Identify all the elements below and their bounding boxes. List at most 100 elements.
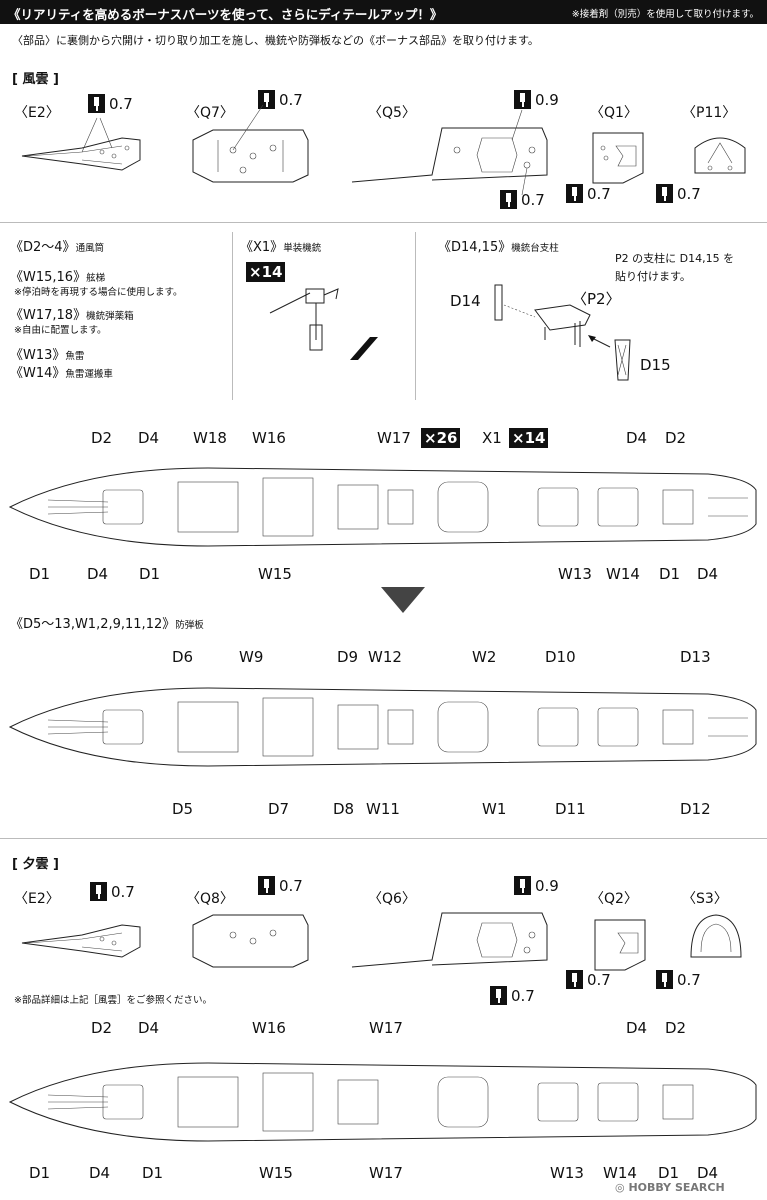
callout-w16-y: W16 bbox=[252, 1019, 286, 1037]
info-w13: 《W13》魚雷 bbox=[10, 348, 85, 363]
divider bbox=[0, 222, 767, 223]
arrow-down-icon bbox=[381, 587, 425, 613]
callout-w13-y: W13 bbox=[550, 1164, 584, 1182]
callout-w11: W11 bbox=[366, 800, 400, 818]
callout-d2-aft-y: D2 bbox=[665, 1019, 687, 1037]
callout-d4-aft-bottom: D4 bbox=[697, 565, 719, 583]
drill-size-q5-bottom: 0.7 bbox=[500, 190, 545, 209]
part-label-q5: 〈Q5〉 bbox=[368, 105, 416, 121]
callout-d9: D9 bbox=[337, 648, 359, 666]
label-d14: D14 bbox=[450, 292, 481, 310]
drill-icon bbox=[258, 876, 275, 895]
quantity-badge-x1-ship: ×14 bbox=[509, 428, 549, 448]
note-d14-15-line2: 貼り付けます。 bbox=[615, 270, 691, 283]
callout-d4-aft-y: D4 bbox=[626, 1019, 648, 1037]
drill-icon bbox=[566, 184, 583, 203]
callout-d2-y: D2 bbox=[91, 1019, 113, 1037]
callout-w17-y: W17 bbox=[369, 1019, 403, 1037]
part-q5-drawing bbox=[351, 109, 548, 196]
callout-w17: W17 bbox=[377, 429, 411, 447]
drill-size-e2: 0.7 bbox=[88, 94, 133, 113]
banner-title: 《リアリティを高めるボーナスパーツを使って、さらにディテールアップ！》 bbox=[8, 7, 443, 22]
drill-icon bbox=[88, 94, 105, 113]
note-see-kazagumo: ※部品詳細は上記［風雲］をご参照ください。 bbox=[14, 995, 212, 1006]
header-banner: 《リアリティを高めるボーナスパーツを使って、さらにディテールアップ！》 ※接着剤… bbox=[0, 0, 767, 24]
callout-d1-mid-y: D1 bbox=[142, 1164, 164, 1182]
part-q2-drawing bbox=[594, 919, 646, 971]
callout-w2: W2 bbox=[472, 648, 497, 666]
callout-w14-y: W14 bbox=[603, 1164, 637, 1182]
callout-w18: W18 bbox=[193, 429, 227, 447]
label-p2: 〈P2〉 bbox=[572, 290, 621, 308]
info-d2-4: 《D2〜4》通風筒 bbox=[10, 240, 105, 255]
part-label-e2: 〈E2〉 bbox=[14, 105, 60, 121]
divider bbox=[232, 232, 233, 400]
info-d14-15: 《D14,15》機銃台支柱 bbox=[438, 240, 559, 255]
callout-d4-aft: D4 bbox=[626, 429, 648, 447]
ship-plan-yugumo bbox=[8, 1062, 757, 1142]
drill-icon bbox=[656, 184, 673, 203]
part-q8-drawing bbox=[192, 914, 309, 968]
divider bbox=[415, 232, 416, 400]
callout-w17-bottom-y: W17 bbox=[369, 1164, 403, 1182]
drill-size-q1: 0.7 bbox=[566, 184, 611, 203]
part-label-e2-y: 〈E2〉 bbox=[14, 891, 60, 907]
drill-size-s3: 0.7 bbox=[656, 970, 701, 989]
callout-w9: W9 bbox=[239, 648, 264, 666]
drill-size-q2: 0.7 bbox=[566, 970, 611, 989]
part-q6-drawing bbox=[351, 912, 548, 968]
callout-d5: D5 bbox=[172, 800, 194, 818]
callout-d2-aft: D2 bbox=[665, 429, 687, 447]
drill-size-q7: 0.7 bbox=[258, 90, 303, 109]
label-d15: D15 bbox=[640, 356, 671, 374]
part-label-q8: 〈Q8〉 bbox=[186, 891, 234, 907]
part-p11-drawing bbox=[694, 137, 746, 174]
callout-d4-aft-bottom-y: D4 bbox=[697, 1164, 719, 1182]
section-title-yugumo: [ 夕雲 ] bbox=[12, 857, 59, 872]
machine-gun-drawing bbox=[269, 288, 378, 360]
callout-w12: W12 bbox=[368, 648, 402, 666]
info-w14: 《W14》魚雷運搬車 bbox=[10, 366, 113, 381]
part-label-q1: 〈Q1〉 bbox=[590, 105, 638, 121]
callout-d4-bottom: D4 bbox=[87, 565, 109, 583]
watermark: ◎ HOBBY SEARCH bbox=[615, 1181, 725, 1194]
callout-d12: D12 bbox=[680, 800, 711, 818]
callout-d2: D2 bbox=[91, 429, 113, 447]
drill-icon bbox=[656, 970, 673, 989]
banner-note: ※接着剤（別売）を使用して取り付けます。 bbox=[571, 9, 759, 20]
callout-w16: W16 bbox=[252, 429, 286, 447]
part-e2-drawing bbox=[21, 117, 141, 171]
callout-d1-aft: D1 bbox=[659, 565, 681, 583]
part-label-q7: 〈Q7〉 bbox=[186, 105, 234, 121]
note-w17-18: ※自由に配置します。 bbox=[14, 325, 107, 336]
part-label-q2: 〈Q2〉 bbox=[590, 891, 638, 907]
callout-d4: D4 bbox=[138, 429, 160, 447]
part-s3-drawing bbox=[690, 914, 742, 958]
callout-d1-mid: D1 bbox=[139, 565, 161, 583]
info-w17-18: 《W17,18》機銃弾薬箱 bbox=[10, 308, 134, 323]
drill-icon bbox=[514, 876, 531, 895]
drill-size-q8: 0.7 bbox=[258, 876, 303, 895]
support-assembly-drawing bbox=[494, 284, 631, 381]
drill-size-q6-bottom: 0.7 bbox=[490, 986, 535, 1005]
drill-icon bbox=[258, 90, 275, 109]
section-title-kazagumo: [ 風雲 ] bbox=[12, 72, 59, 87]
drill-icon bbox=[514, 90, 531, 109]
shields-title: 《D5〜13,W1,2,9,11,12》防弾板 bbox=[10, 617, 204, 632]
drill-size-p11: 0.7 bbox=[656, 184, 701, 203]
drill-icon bbox=[566, 970, 583, 989]
callout-w13: W13 bbox=[558, 565, 592, 583]
callout-d1-aft-y: D1 bbox=[658, 1164, 680, 1182]
callout-w15: W15 bbox=[258, 565, 292, 583]
drill-size-e2-y: 0.7 bbox=[90, 882, 135, 901]
quantity-badge-w17: ×26 bbox=[421, 428, 461, 448]
part-label-p11: 〈P11〉 bbox=[682, 105, 737, 121]
note-w15-16: ※停泊時を再現する場合に使用します。 bbox=[14, 287, 183, 298]
callout-d4-y: D4 bbox=[138, 1019, 160, 1037]
part-e2-y-drawing bbox=[21, 924, 141, 958]
note-d14-15-line1: P2 の支柱に D14,15 を bbox=[615, 252, 735, 265]
part-q1-drawing bbox=[592, 132, 644, 184]
part-label-q6: 〈Q6〉 bbox=[368, 891, 416, 907]
callout-d13: D13 bbox=[680, 648, 711, 666]
info-x1: 《X1》単装機銃 bbox=[240, 240, 322, 255]
